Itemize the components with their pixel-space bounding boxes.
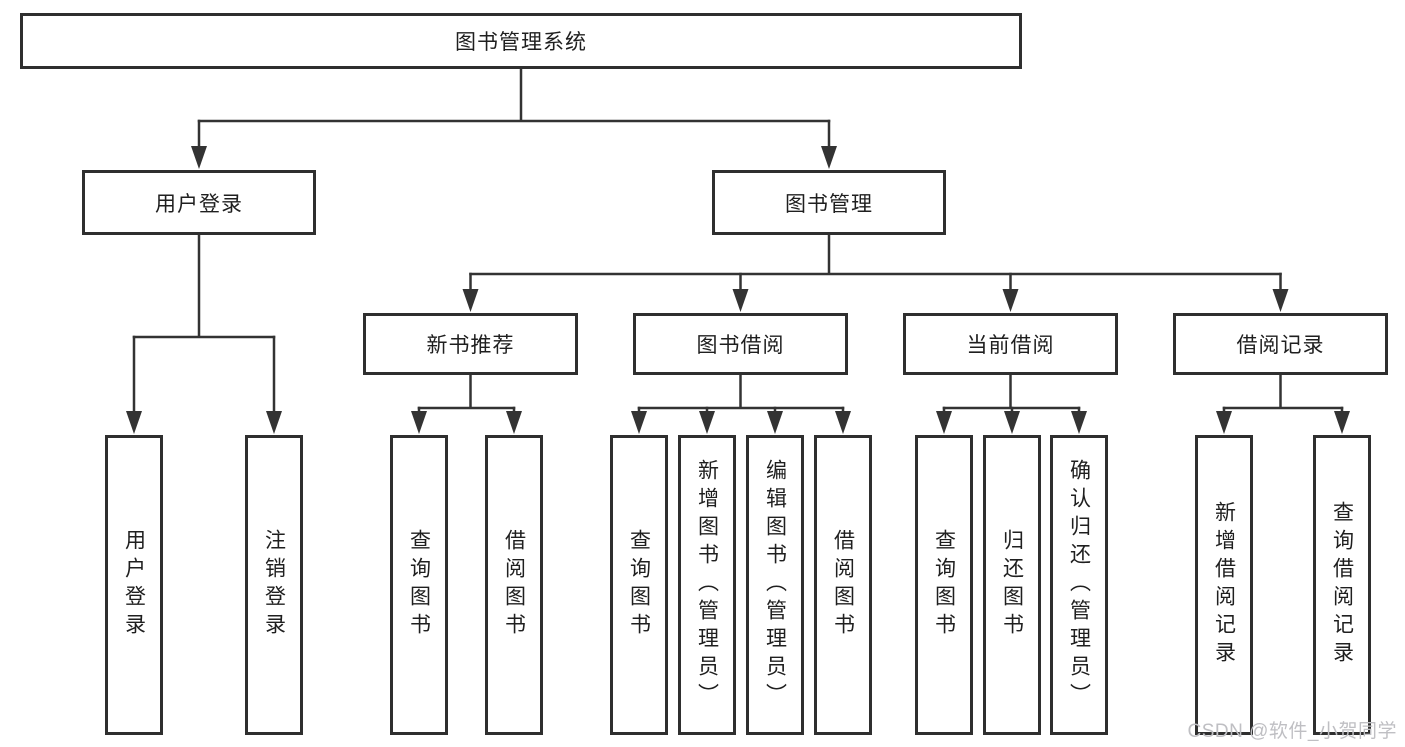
- node-new-book-recommendation: 新书推荐: [363, 313, 578, 375]
- leaf-query-books-recommend-label: 查询图书: [407, 529, 431, 641]
- leaf-add-books-admin: 新增图书（管理员）: [678, 435, 736, 735]
- node-user-login-label: 用户登录: [155, 192, 243, 216]
- node-borrowing-records-label: 借阅记录: [1236, 334, 1325, 357]
- leaf-user-login: 用户登录: [105, 435, 163, 735]
- leaf-return-books: 归还图书: [983, 435, 1041, 735]
- leaf-logout: 注销登录: [245, 435, 303, 735]
- node-root-system: 图书管理系统: [20, 13, 1022, 69]
- leaf-query-books-recommend: 查询图书: [390, 435, 448, 735]
- leaf-query-books-borrow: 查询图书: [610, 435, 668, 735]
- leaf-add-books-admin-label: 新增图书（管理员）: [695, 459, 719, 711]
- node-borrowing-records: 借阅记录: [1173, 313, 1388, 375]
- leaf-confirm-return-admin: 确认归还（管理员）: [1050, 435, 1108, 735]
- node-book-management-label: 图书管理: [785, 192, 873, 216]
- leaf-edit-books-admin: 编辑图书（管理员）: [746, 435, 804, 735]
- leaf-query-books-current-label: 查询图书: [932, 529, 956, 641]
- leaf-user-login-label: 用户登录: [122, 529, 146, 641]
- csdn-watermark: CSDN @软件_小贺同学: [1187, 721, 1397, 742]
- leaf-query-books-borrow-label: 查询图书: [627, 529, 651, 641]
- node-book-borrowing-label: 图书借阅: [696, 334, 785, 357]
- node-book-borrowing: 图书借阅: [633, 313, 848, 375]
- leaf-return-books-label: 归还图书: [1000, 529, 1024, 641]
- node-user-login: 用户登录: [82, 170, 316, 235]
- node-current-borrowing: 当前借阅: [903, 313, 1118, 375]
- leaf-confirm-return-admin-label: 确认归还（管理员）: [1067, 459, 1091, 711]
- node-book-management: 图书管理: [712, 170, 946, 235]
- node-new-book-recommendation-label: 新书推荐: [426, 334, 515, 357]
- node-root-label: 图书管理系统: [455, 31, 587, 54]
- leaf-query-books-current: 查询图书: [915, 435, 973, 735]
- leaf-add-borrow-record: 新增借阅记录: [1195, 435, 1253, 735]
- leaf-borrow-books-label: 借阅图书: [831, 529, 855, 641]
- leaf-edit-books-admin-label: 编辑图书（管理员）: [763, 459, 787, 711]
- leaf-add-borrow-record-label: 新增借阅记录: [1212, 501, 1236, 669]
- leaf-query-borrow-record-label: 查询借阅记录: [1330, 501, 1354, 669]
- leaf-logout-label: 注销登录: [262, 529, 286, 641]
- node-current-borrowing-label: 当前借阅: [966, 334, 1055, 357]
- leaf-borrow-books: 借阅图书: [814, 435, 872, 735]
- leaf-borrow-books-recommend-label: 借阅图书: [502, 529, 526, 641]
- leaf-borrow-books-recommend: 借阅图书: [485, 435, 543, 735]
- leaf-query-borrow-record: 查询借阅记录: [1313, 435, 1371, 735]
